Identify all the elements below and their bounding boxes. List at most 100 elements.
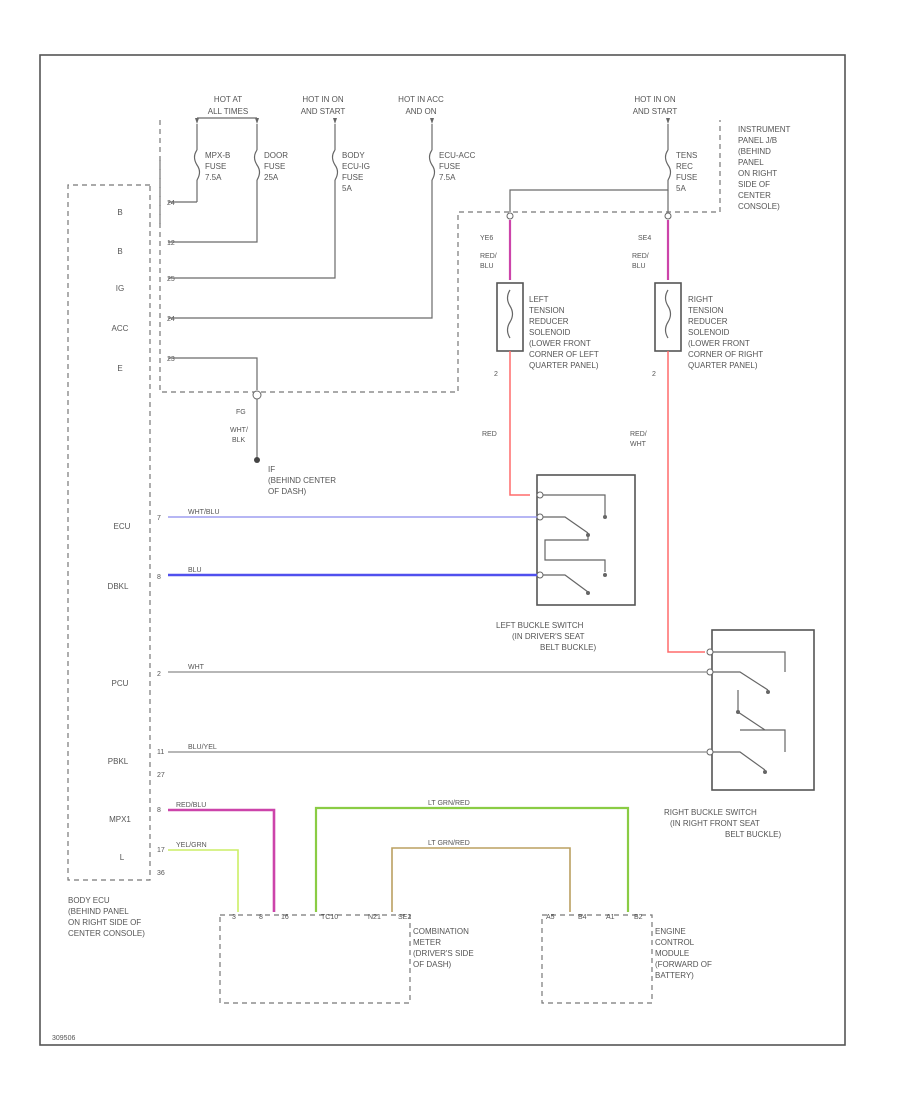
combination-meter: 3 8 16 TC10 N21 SE2 COMBINATION METER (D… xyxy=(219,914,474,1004)
svg-text:SE2: SE2 xyxy=(398,914,411,921)
svg-text:A1: A1 xyxy=(606,914,615,921)
svg-text:23: 23 xyxy=(167,356,175,363)
wire-pcu: WHT xyxy=(168,664,707,673)
right-buckle-switch: RIGHT BUCKLE SWITCH (IN RIGHT FRONT SEAT… xyxy=(664,629,815,839)
power-label-hot-in-on-start-2: HOT IN ON AND START xyxy=(633,95,678,116)
fuse-tens-rec: TENS REC FUSE 5A xyxy=(509,124,697,212)
svg-text:7.5A: 7.5A xyxy=(205,173,222,182)
svg-text:TENSION: TENSION xyxy=(688,306,724,315)
svg-text:QUARTER PANEL): QUARTER PANEL) xyxy=(688,361,758,370)
svg-text:E: E xyxy=(117,364,122,373)
svg-text:8: 8 xyxy=(157,574,161,581)
power-arrows xyxy=(195,118,670,124)
diagram-frame xyxy=(39,54,846,1046)
svg-text:7: 7 xyxy=(157,515,161,522)
svg-text:(BEHIND: (BEHIND xyxy=(738,147,771,156)
svg-text:CENTER CONSOLE): CENTER CONSOLE) xyxy=(68,929,145,938)
svg-text:(BEHIND CENTER: (BEHIND CENTER xyxy=(268,476,336,485)
ground-point-icon xyxy=(254,457,260,463)
svg-text:B: B xyxy=(117,208,122,217)
svg-text:FUSE: FUSE xyxy=(676,173,697,182)
svg-text:SOLENOID: SOLENOID xyxy=(688,328,730,337)
svg-text:BLU: BLU xyxy=(188,567,202,574)
fuse-mpx-b: MPX-B FUSE 7.5A xyxy=(193,124,230,202)
svg-text:LT GRN/RED: LT GRN/RED xyxy=(428,840,470,847)
svg-text:N21: N21 xyxy=(368,914,381,921)
svg-text:AND START: AND START xyxy=(301,107,346,116)
svg-text:CORNER OF RIGHT: CORNER OF RIGHT xyxy=(688,350,763,359)
body-ecu-boundary xyxy=(67,184,151,881)
svg-text:25A: 25A xyxy=(264,173,279,182)
svg-text:BLK: BLK xyxy=(232,437,246,444)
svg-text:FUSE: FUSE xyxy=(264,162,285,171)
power-label-hot-in-on-start-1: HOT IN ON AND START xyxy=(301,95,346,116)
svg-text:BLU/YEL: BLU/YEL xyxy=(188,744,217,751)
svg-text:AND ON: AND ON xyxy=(405,107,436,116)
svg-text:HOT IN ACC: HOT IN ACC xyxy=(398,95,444,104)
fuse-door: DOOR FUSE 25A xyxy=(168,124,288,243)
svg-text:LEFT BUCKLE SWITCH: LEFT BUCKLE SWITCH xyxy=(496,621,584,630)
svg-text:BLU: BLU xyxy=(632,263,646,270)
svg-text:RED/: RED/ xyxy=(632,253,649,260)
svg-text:16: 16 xyxy=(281,914,289,921)
svg-text:25: 25 xyxy=(167,276,175,283)
svg-text:CENTER: CENTER xyxy=(738,191,771,200)
svg-text:ALL TIMES: ALL TIMES xyxy=(208,107,248,116)
svg-text:HOT IN ON: HOT IN ON xyxy=(634,95,675,104)
svg-text:BLU: BLU xyxy=(480,263,494,270)
svg-text:B2: B2 xyxy=(634,914,643,921)
wire-pbkl: BLU/YEL xyxy=(168,744,707,753)
svg-text:2: 2 xyxy=(652,371,656,378)
power-label-hot-at-all-times: HOT AT ALL TIMES xyxy=(208,95,248,116)
svg-text:CONTROL: CONTROL xyxy=(655,938,695,947)
svg-text:ACC: ACC xyxy=(112,324,129,333)
svg-text:SIDE OF: SIDE OF xyxy=(738,180,770,189)
ecu-terminal-labels: B B IG ACC E ECU DBKL PCU PBKL MPX1 L xyxy=(108,208,132,862)
svg-text:MPX-B: MPX-B xyxy=(205,151,230,160)
svg-text:24: 24 xyxy=(167,200,175,207)
svg-text:(BEHIND PANEL: (BEHIND PANEL xyxy=(68,907,129,916)
svg-text:YE6: YE6 xyxy=(480,235,493,242)
svg-text:OF DASH): OF DASH) xyxy=(413,960,452,969)
svg-text:ON RIGHT: ON RIGHT xyxy=(738,169,777,178)
diagram-code: 309506 xyxy=(52,1035,75,1042)
svg-text:5A: 5A xyxy=(676,184,686,193)
svg-text:PANEL J/B: PANEL J/B xyxy=(738,136,777,145)
svg-text:FUSE: FUSE xyxy=(439,162,460,171)
svg-text:8: 8 xyxy=(157,807,161,814)
svg-text:BODY: BODY xyxy=(342,151,365,160)
svg-text:A5: A5 xyxy=(546,914,555,921)
svg-text:TENS: TENS xyxy=(676,151,697,160)
wire-lt-grn-red-1: LT GRN/RED xyxy=(314,800,630,912)
svg-text:ECU: ECU xyxy=(114,522,131,531)
svg-text:17: 17 xyxy=(157,847,165,854)
svg-text:FG: FG xyxy=(236,409,246,416)
instrument-panel-label: INSTRUMENT PANEL J/B (BEHIND PANEL ON RI… xyxy=(738,125,791,211)
svg-text:FUSE: FUSE xyxy=(205,162,226,171)
svg-text:PBKL: PBKL xyxy=(108,757,129,766)
svg-text:COMBINATION: COMBINATION xyxy=(413,927,469,936)
svg-text:B4: B4 xyxy=(578,914,587,921)
fuse-body-ecu-ig: BODY ECU-IG FUSE 5A xyxy=(168,124,370,279)
svg-text:RED/: RED/ xyxy=(480,253,497,260)
svg-text:27: 27 xyxy=(157,772,165,779)
wire-lt-grn-red-2: LT GRN/RED xyxy=(391,840,571,912)
svg-text:36: 36 xyxy=(157,870,165,877)
svg-text:LEFT: LEFT xyxy=(529,295,549,304)
svg-text:BELT BUCKLE): BELT BUCKLE) xyxy=(725,830,782,839)
svg-text:(LOWER FRONT: (LOWER FRONT xyxy=(688,339,750,348)
svg-text:SE4: SE4 xyxy=(638,235,651,242)
svg-text:BODY ECU: BODY ECU xyxy=(68,896,110,905)
svg-text:WHT: WHT xyxy=(630,441,647,448)
svg-text:BATTERY): BATTERY) xyxy=(655,971,694,980)
svg-text:11: 11 xyxy=(157,749,164,756)
svg-text:7.5A: 7.5A xyxy=(439,173,456,182)
svg-text:2: 2 xyxy=(494,371,498,378)
svg-text:(IN RIGHT FRONT SEAT: (IN RIGHT FRONT SEAT xyxy=(670,819,760,828)
svg-text:OF DASH): OF DASH) xyxy=(268,487,307,496)
svg-text:MODULE: MODULE xyxy=(655,949,689,958)
fuse-ecu-acc: ECU-ACC FUSE 7.5A xyxy=(168,124,476,319)
wire-left-solenoid-to-buckle xyxy=(509,351,530,496)
svg-text:INSTRUMENT: INSTRUMENT xyxy=(738,125,791,134)
